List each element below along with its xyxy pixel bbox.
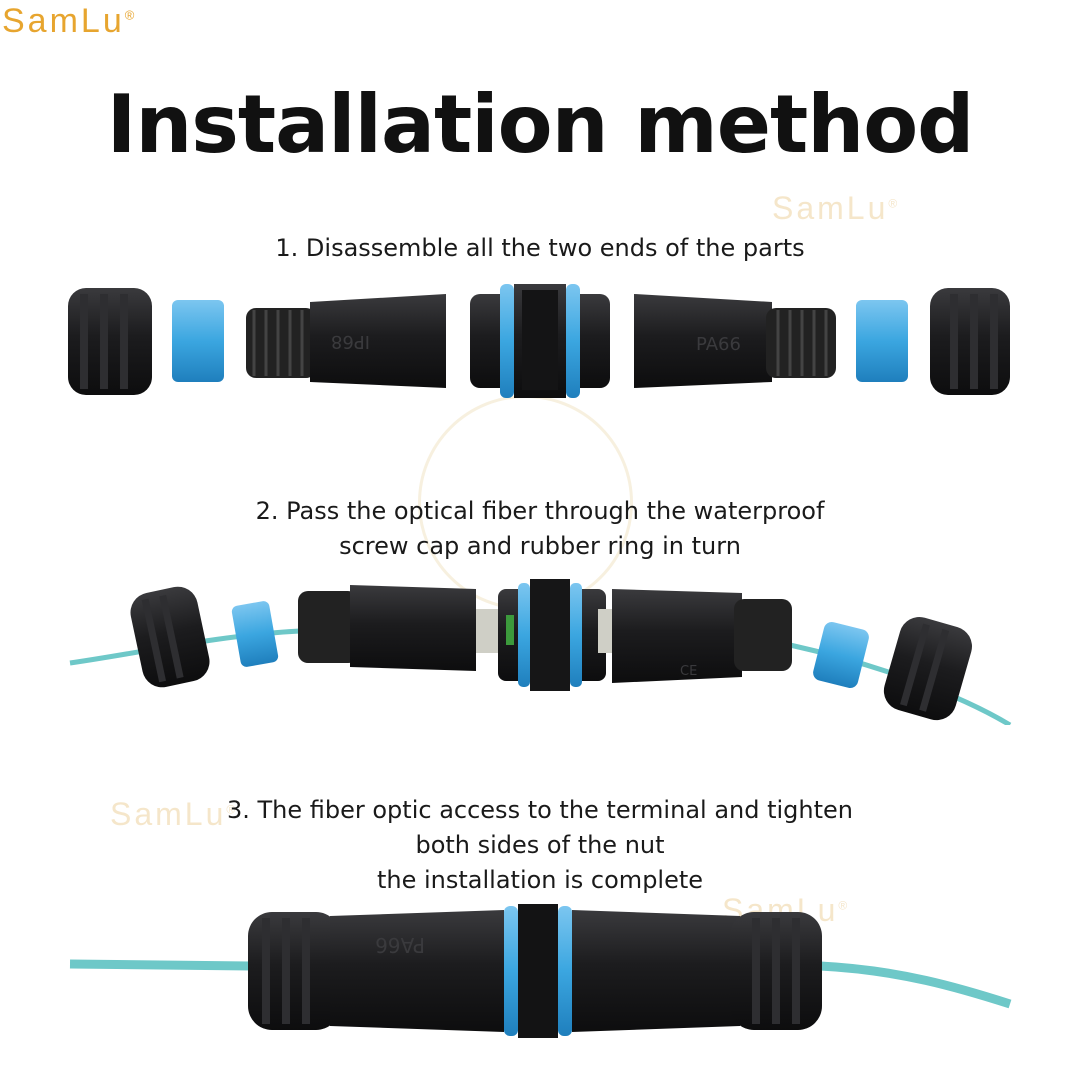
step-2-parts-image: CE <box>69 579 1012 725</box>
right-body-marking: PA66 <box>696 334 741 355</box>
step-3-line-2: both sides of the nut <box>415 831 665 859</box>
fiber-cable <box>69 959 251 971</box>
step-3-assembled-image: PA66 <box>69 904 1012 1038</box>
right-rubber-ring <box>856 300 908 382</box>
right-screw-cap <box>883 616 972 721</box>
step-1-line: 1. Disassemble all the two ends of the p… <box>275 234 805 262</box>
left-screw-cap <box>130 586 210 688</box>
left-connector-body: IP68 <box>246 294 446 388</box>
right-connector-body: PA66 <box>634 294 836 388</box>
watermark-mark: ® <box>838 898 848 913</box>
left-body-marking: IP68 <box>331 331 370 352</box>
watermark-mark: ® <box>226 802 236 817</box>
brand-logo: SamLu® <box>2 2 134 41</box>
watermark: SamLu® <box>772 190 897 227</box>
brand-name: SamLu <box>2 2 125 40</box>
fiber-cable <box>819 961 1012 1009</box>
assembled-connector: PA66 <box>248 904 822 1038</box>
step-3-line-1: 3. The fiber optic access to the termina… <box>226 796 854 824</box>
watermark-mark: ® <box>888 196 898 211</box>
page-title: Installation method <box>106 78 975 171</box>
left-rubber-ring <box>172 300 224 382</box>
left-rubber-ring <box>231 601 279 667</box>
step-2-line-1: 2. Pass the optical fiber through the wa… <box>255 497 825 525</box>
right-rubber-ring <box>813 622 869 688</box>
left-connector-body <box>298 585 498 671</box>
step-3-line-3: the installation is complete <box>376 866 704 894</box>
step-2-caption: 2. Pass the optical fiber through the wa… <box>0 494 1080 564</box>
watermark-text: SamLu <box>772 190 889 226</box>
left-screw-cap <box>68 288 152 395</box>
assembled-body-marking: PA66 <box>375 933 425 957</box>
center-coupler <box>470 284 610 398</box>
step-1-parts-image: IP68 PA66 <box>68 284 1010 398</box>
watermark: SamLu® <box>110 796 235 833</box>
center-coupler <box>498 579 606 691</box>
watermark-text: SamLu <box>110 796 227 832</box>
step-1-caption: 1. Disassemble all the two ends of the p… <box>0 231 1080 266</box>
step-3-caption: 3. The fiber optic access to the termina… <box>0 793 1080 898</box>
right-screw-cap <box>930 288 1010 395</box>
step-2-line-2: screw cap and rubber ring in turn <box>339 532 741 560</box>
right-connector-body: CE <box>598 589 792 683</box>
brand-registered-mark: ® <box>124 7 135 23</box>
ce-marking: CE <box>680 664 697 679</box>
